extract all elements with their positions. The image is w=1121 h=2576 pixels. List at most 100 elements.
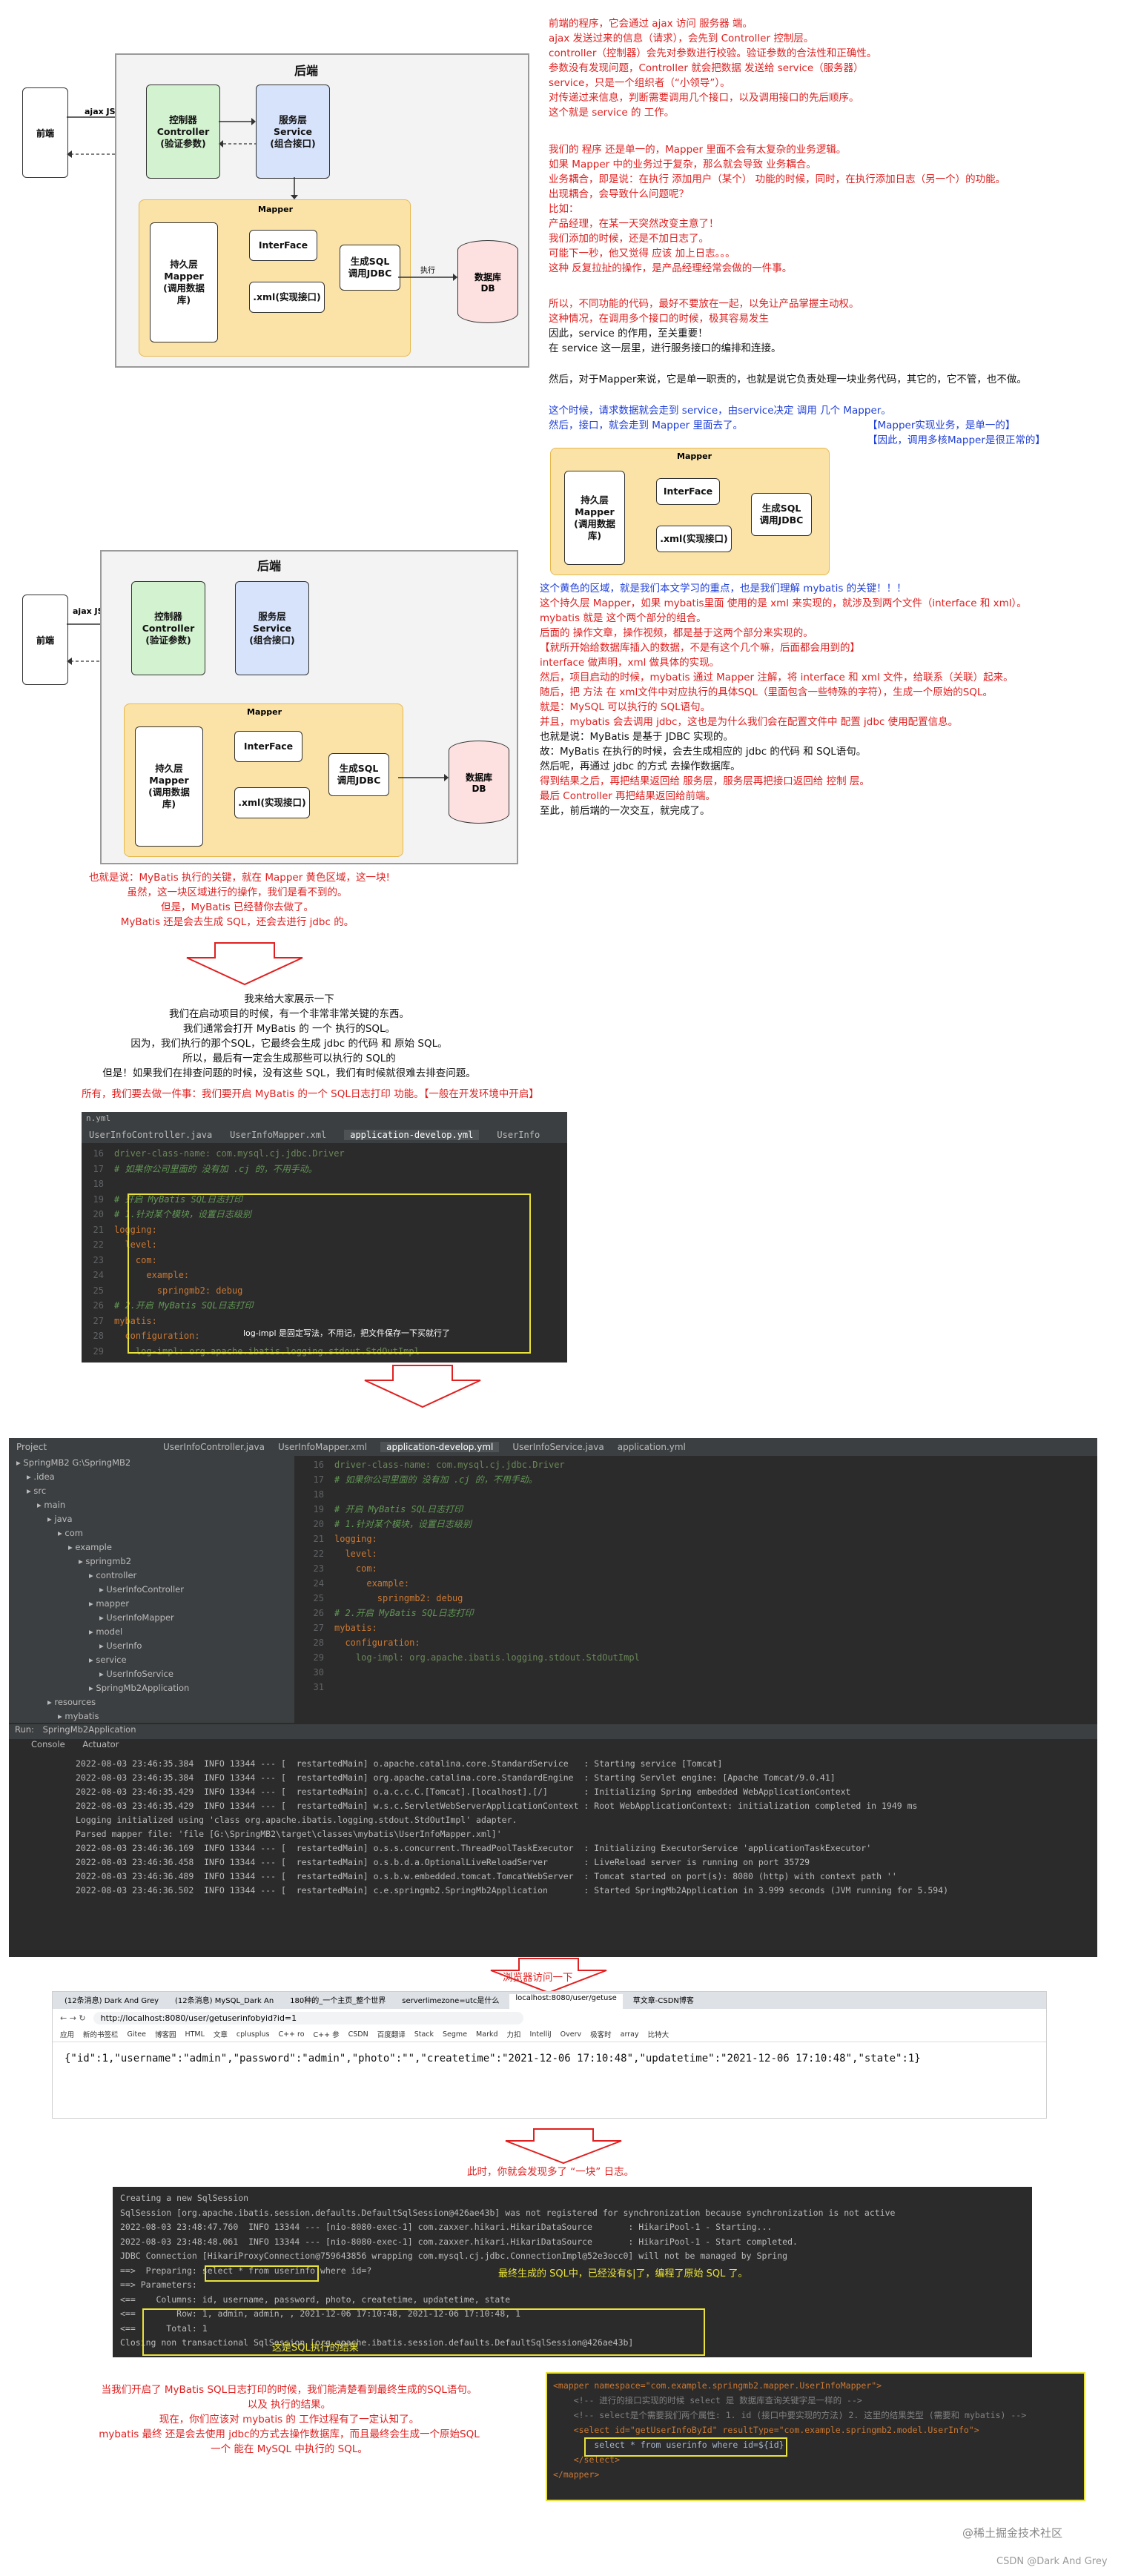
request-flow-bracket-note: 【Mapper实现业务，是单一的】【因此，调用多核Mapper是很正常的】 [867,420,1045,446]
tree-item[interactable]: ▸ UserInfo [99,1640,142,1651]
code-text: # 如果你公司里面的 没有加 .cj 的，不用手动。 [114,1163,317,1174]
tab-application-develop[interactable]: application-develop.yml [344,1130,480,1140]
bookmark[interactable]: 比特大 [647,2031,669,2039]
code-line: 18 [82,1176,567,1192]
tree-item[interactable]: ▸ .idea [27,1471,55,1482]
code-text: # 如果你公司里面的 没有加 .cj 的，不用手动。 [334,1474,538,1485]
ide-tab-service[interactable]: UserInfoService.java [512,1442,604,1452]
down-arrow-1 [186,942,303,986]
bookmark[interactable]: Segme [443,2030,468,2039]
url-field[interactable]: http://localhost:8080/user/getuserinfoby… [93,2011,523,2024]
tree-item[interactable]: ▸ UserInfoController [99,1584,184,1595]
bookmark[interactable]: CSDN [348,2030,368,2039]
code-line: 22 level: [82,1237,567,1253]
console-tab[interactable]: Console [31,1739,65,1749]
bookmark[interactable]: C++ ro [278,2030,305,2039]
bookmark[interactable]: Markd [476,2030,498,2039]
line-number: 23 [313,1563,324,1574]
interface-box-small: InterFace [656,478,720,505]
bookmark[interactable]: IntelliJ [529,2030,552,2039]
tree-item[interactable]: ▸ mybatis [58,1711,99,1721]
line-number: 29 [313,1652,324,1663]
tree-item[interactable]: ▸ service [89,1655,127,1665]
result-note: 这是SQL执行的结果 [272,2342,359,2354]
tree-item[interactable]: ▸ src [27,1486,47,1496]
bookmark[interactable]: C++ 参 [313,2031,340,2039]
xml-lines: <mapper namespace="com.example.springmb2… [547,2374,1084,2486]
log-line: SqlSession [org.apache.ibatis.session.de… [120,2207,896,2218]
actuator-tab[interactable]: Actuator [82,1739,119,1749]
tree-item[interactable]: ▸ UserInfoMapper [99,1612,174,1623]
backend-title: 后端 [294,64,319,78]
bookmark[interactable]: Gitee [127,2030,146,2039]
bookmark[interactable]: 应用 [60,2031,75,2039]
tree-item[interactable]: ▸ resources [47,1697,96,1707]
tree-item[interactable]: ▸ example [68,1542,112,1552]
console-line: Logging initialized using 'class org.apa… [76,1815,517,1825]
tree-item[interactable]: ▸ controller [89,1570,137,1580]
ide-code-line: 22 level: [302,1546,1088,1561]
ide-tab-controller[interactable]: UserInfoController.java [163,1442,265,1452]
address-bar: ← → ↻ http://localhost:8080/user/getuser… [53,2009,1046,2027]
browser-window: (12条消息) Dark And Grey (12条消息) MySQL_Dark … [52,1991,1047,2119]
code-text: logging: [334,1534,377,1544]
ide-code-line: 28 configuration: [302,1635,1088,1650]
log-line: Closing non transactional SqlSession [or… [120,2337,634,2348]
down-arrow-4 [505,2128,622,2165]
run-label-ide: Run: [15,1724,34,1735]
ide-code-line: 26# 2.开启 MyBatis SQL日志打印 [302,1606,1088,1620]
tab-controller[interactable]: UserInfoController.java [89,1130,213,1140]
bookmark[interactable]: Stack [414,2030,434,2039]
line-number: 26 [93,1300,104,1311]
ide-tab-yml[interactable]: application-develop.yml [380,1442,500,1452]
nav-icons[interactable]: ← → ↻ [60,2013,86,2023]
line-number: 25 [93,1285,104,1296]
browser-tab[interactable]: (12条消息) MySQL_Dark An [175,1997,274,2005]
code-line: 26# 2.开启 MyBatis SQL日志打印 [82,1298,567,1314]
ide-tab-mapper[interactable]: UserInfoMapper.xml [277,1442,368,1452]
tree-item[interactable]: ▸ mapper [89,1598,130,1609]
tree-item[interactable]: ▸ com [58,1528,83,1538]
browser-tab[interactable]: 180种的_一个主页_整个世界 [290,1997,386,2005]
bookmark[interactable]: 博客园 [154,2031,176,2039]
tree-item[interactable]: ▸ java [47,1514,73,1524]
demo-intro: 我来给大家展示一下我们在启动项目的时候，有一个非常非常关键的东西。我们通常会打开… [102,993,476,1079]
console-line: 2022-08-03 23:46:35.384 INFO 13344 --- [… [76,1758,723,1769]
bookmark[interactable]: cplusplus [236,2030,270,2039]
run-app-tab[interactable]: SpringMb2Application [42,1724,136,1735]
bookmark[interactable]: 力扣 [506,2031,521,2039]
ide-tab-app-yml[interactable]: application.yml [617,1442,686,1452]
json-response: {"id":1,"username":"admin","password":"a… [65,2053,921,2065]
tab-userinfo[interactable]: UserInfo [497,1130,540,1140]
bookmark[interactable]: array [620,2030,639,2039]
browser-tab[interactable]: (12条消息) Dark And Grey [65,1997,159,2005]
browser-tab[interactable]: serverlimezone=utc是什么 [402,1997,500,2005]
bookmark[interactable]: 百度翻译 [377,2031,406,2039]
tree-item[interactable]: ▸ main [37,1500,66,1510]
browser-tab[interactable]: localhost:8080/user/getuse [509,1994,623,2009]
frontend-label: 前端 [36,128,54,139]
tree-item[interactable]: ▸ SpringMB2 G:\SpringMB2 [16,1457,131,1468]
tab-mapper-xml[interactable]: UserInfoMapper.xml [230,1130,327,1140]
browser-tab[interactable]: 草文章-CSDN博客 [632,1997,694,2005]
interface-box: InterFace [249,230,317,261]
bookmark[interactable]: Overv [560,2030,582,2039]
bookmark[interactable]: HTML [185,2030,205,2039]
project-label[interactable]: Project [16,1442,47,1452]
tree-item[interactable]: ▸ SpringMb2Application [89,1683,190,1693]
line-number: 24 [93,1270,104,1280]
separation-paragraph: 所以，不同功能的代码，最好不要放在一起，以免让产品掌握主动权。这种情况，在调用多… [549,298,859,325]
bookmark[interactable]: 文章 [213,2031,228,2039]
tree-item[interactable]: ▸ springmb2 [79,1556,132,1566]
tree-item[interactable]: ▸ model [89,1626,123,1637]
code-text: level: [114,1239,157,1250]
tree-item[interactable]: ▸ UserInfoService [99,1669,173,1679]
line-number: 20 [93,1209,104,1219]
bookmark[interactable]: 新的书签栏 [83,2031,119,2039]
bookmark[interactable]: 极客时 [590,2031,612,2039]
